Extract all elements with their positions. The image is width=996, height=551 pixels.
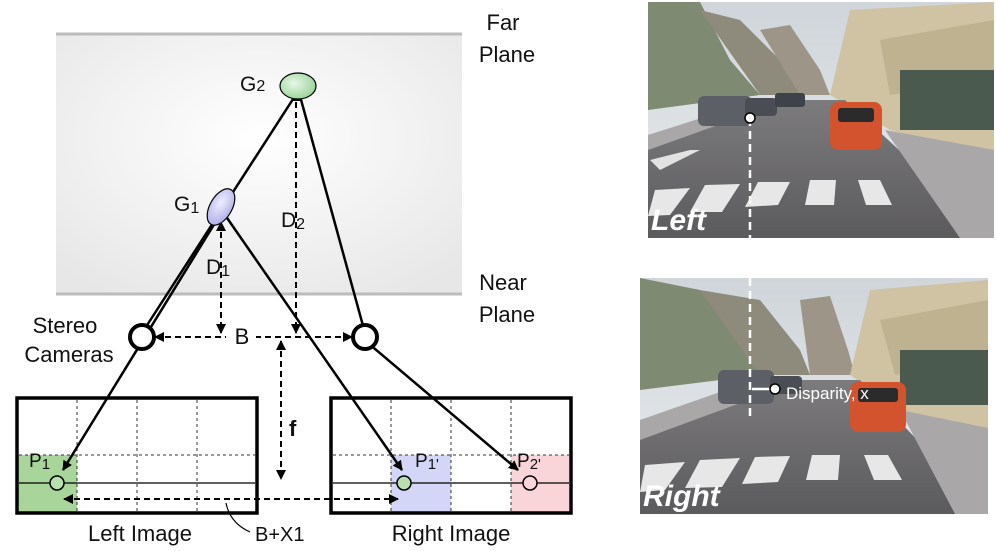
p1-label: P1: [29, 451, 50, 473]
p1-point: [49, 475, 65, 491]
right-image-caption: Right Image: [392, 521, 511, 546]
g1-object: [206, 188, 236, 226]
disparity-label: Disparity, x: [786, 384, 869, 403]
offset-label: B+X1: [255, 524, 304, 546]
d2-label: D2: [281, 209, 305, 233]
stereo-cameras-label-2: Cameras: [24, 342, 113, 367]
p2-prime-label: P2': [517, 451, 541, 473]
plane-region: [56, 34, 462, 294]
right-photo-label: Right: [643, 480, 722, 513]
g1-label: G1: [174, 193, 199, 217]
view-volume: [56, 32, 462, 296]
d1-label: D1: [206, 256, 230, 280]
p1-prime-point: [396, 475, 412, 491]
ray-g2-right-image: [367, 342, 519, 471]
right-image-frame: [329, 396, 573, 515]
near-plane-label-1: Near: [479, 270, 527, 295]
focal-label: f: [289, 416, 297, 441]
left-image-caption: Left Image: [88, 521, 192, 546]
stereo-cameras-label-1: Stereo: [33, 313, 98, 338]
right-street-photo: [640, 278, 988, 514]
far-plane-label-2: Plane: [479, 42, 535, 67]
left-photo-point: [744, 112, 756, 124]
left-street-photo: [648, 2, 994, 238]
ray-g2-right-camera: [298, 95, 367, 334]
baseline-label: B: [235, 324, 250, 349]
offset-leader: [225, 502, 251, 533]
left-photo-label: Left: [651, 204, 708, 237]
far-plane-label-1: Far: [487, 10, 520, 35]
left-image-plane: [15, 396, 259, 515]
p2-prime-point: [522, 475, 538, 491]
right-camera: [351, 323, 379, 351]
ray-g1-right: [223, 214, 404, 471]
p1-prime-label: P1': [415, 451, 439, 473]
measurements: [63, 91, 399, 504]
right-image-plane: [329, 396, 573, 515]
g2-object: [279, 72, 317, 100]
left-image-frame: [15, 396, 259, 515]
left-camera: [128, 323, 156, 351]
right-photo-point: [769, 383, 781, 395]
near-plane-label-2: Plane: [479, 302, 535, 327]
g2-label: G2: [240, 73, 265, 96]
